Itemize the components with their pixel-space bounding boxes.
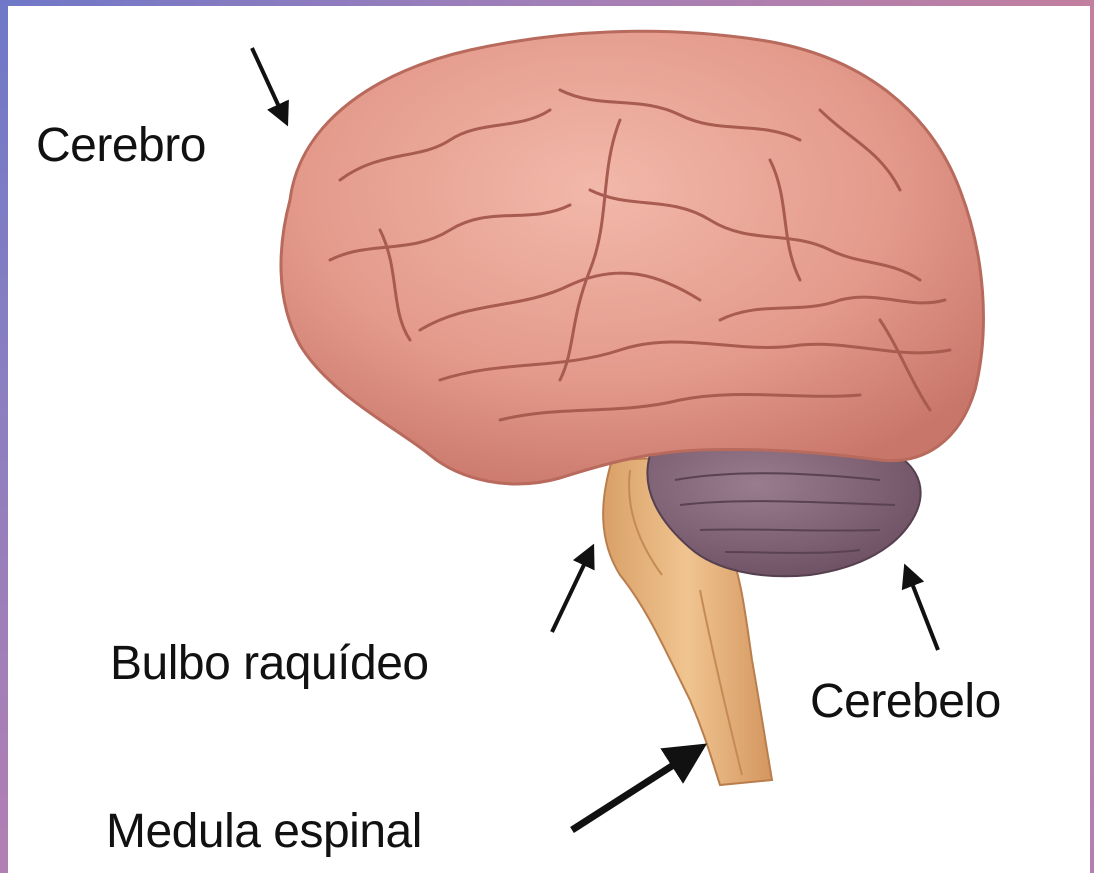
arrow-cerebro xyxy=(252,48,286,122)
arrow-cerebelo xyxy=(906,568,938,650)
arrow-medula xyxy=(572,748,700,830)
arrow-bulbo xyxy=(552,548,592,632)
label-cerebelo: Cerebelo xyxy=(810,678,1001,726)
cerebrum xyxy=(281,31,983,484)
label-cerebro: Cerebro xyxy=(36,122,206,170)
label-medula-espinal: Medula espinal xyxy=(106,808,422,856)
label-bulbo-raquideo: Bulbo raquídeo xyxy=(110,640,429,688)
